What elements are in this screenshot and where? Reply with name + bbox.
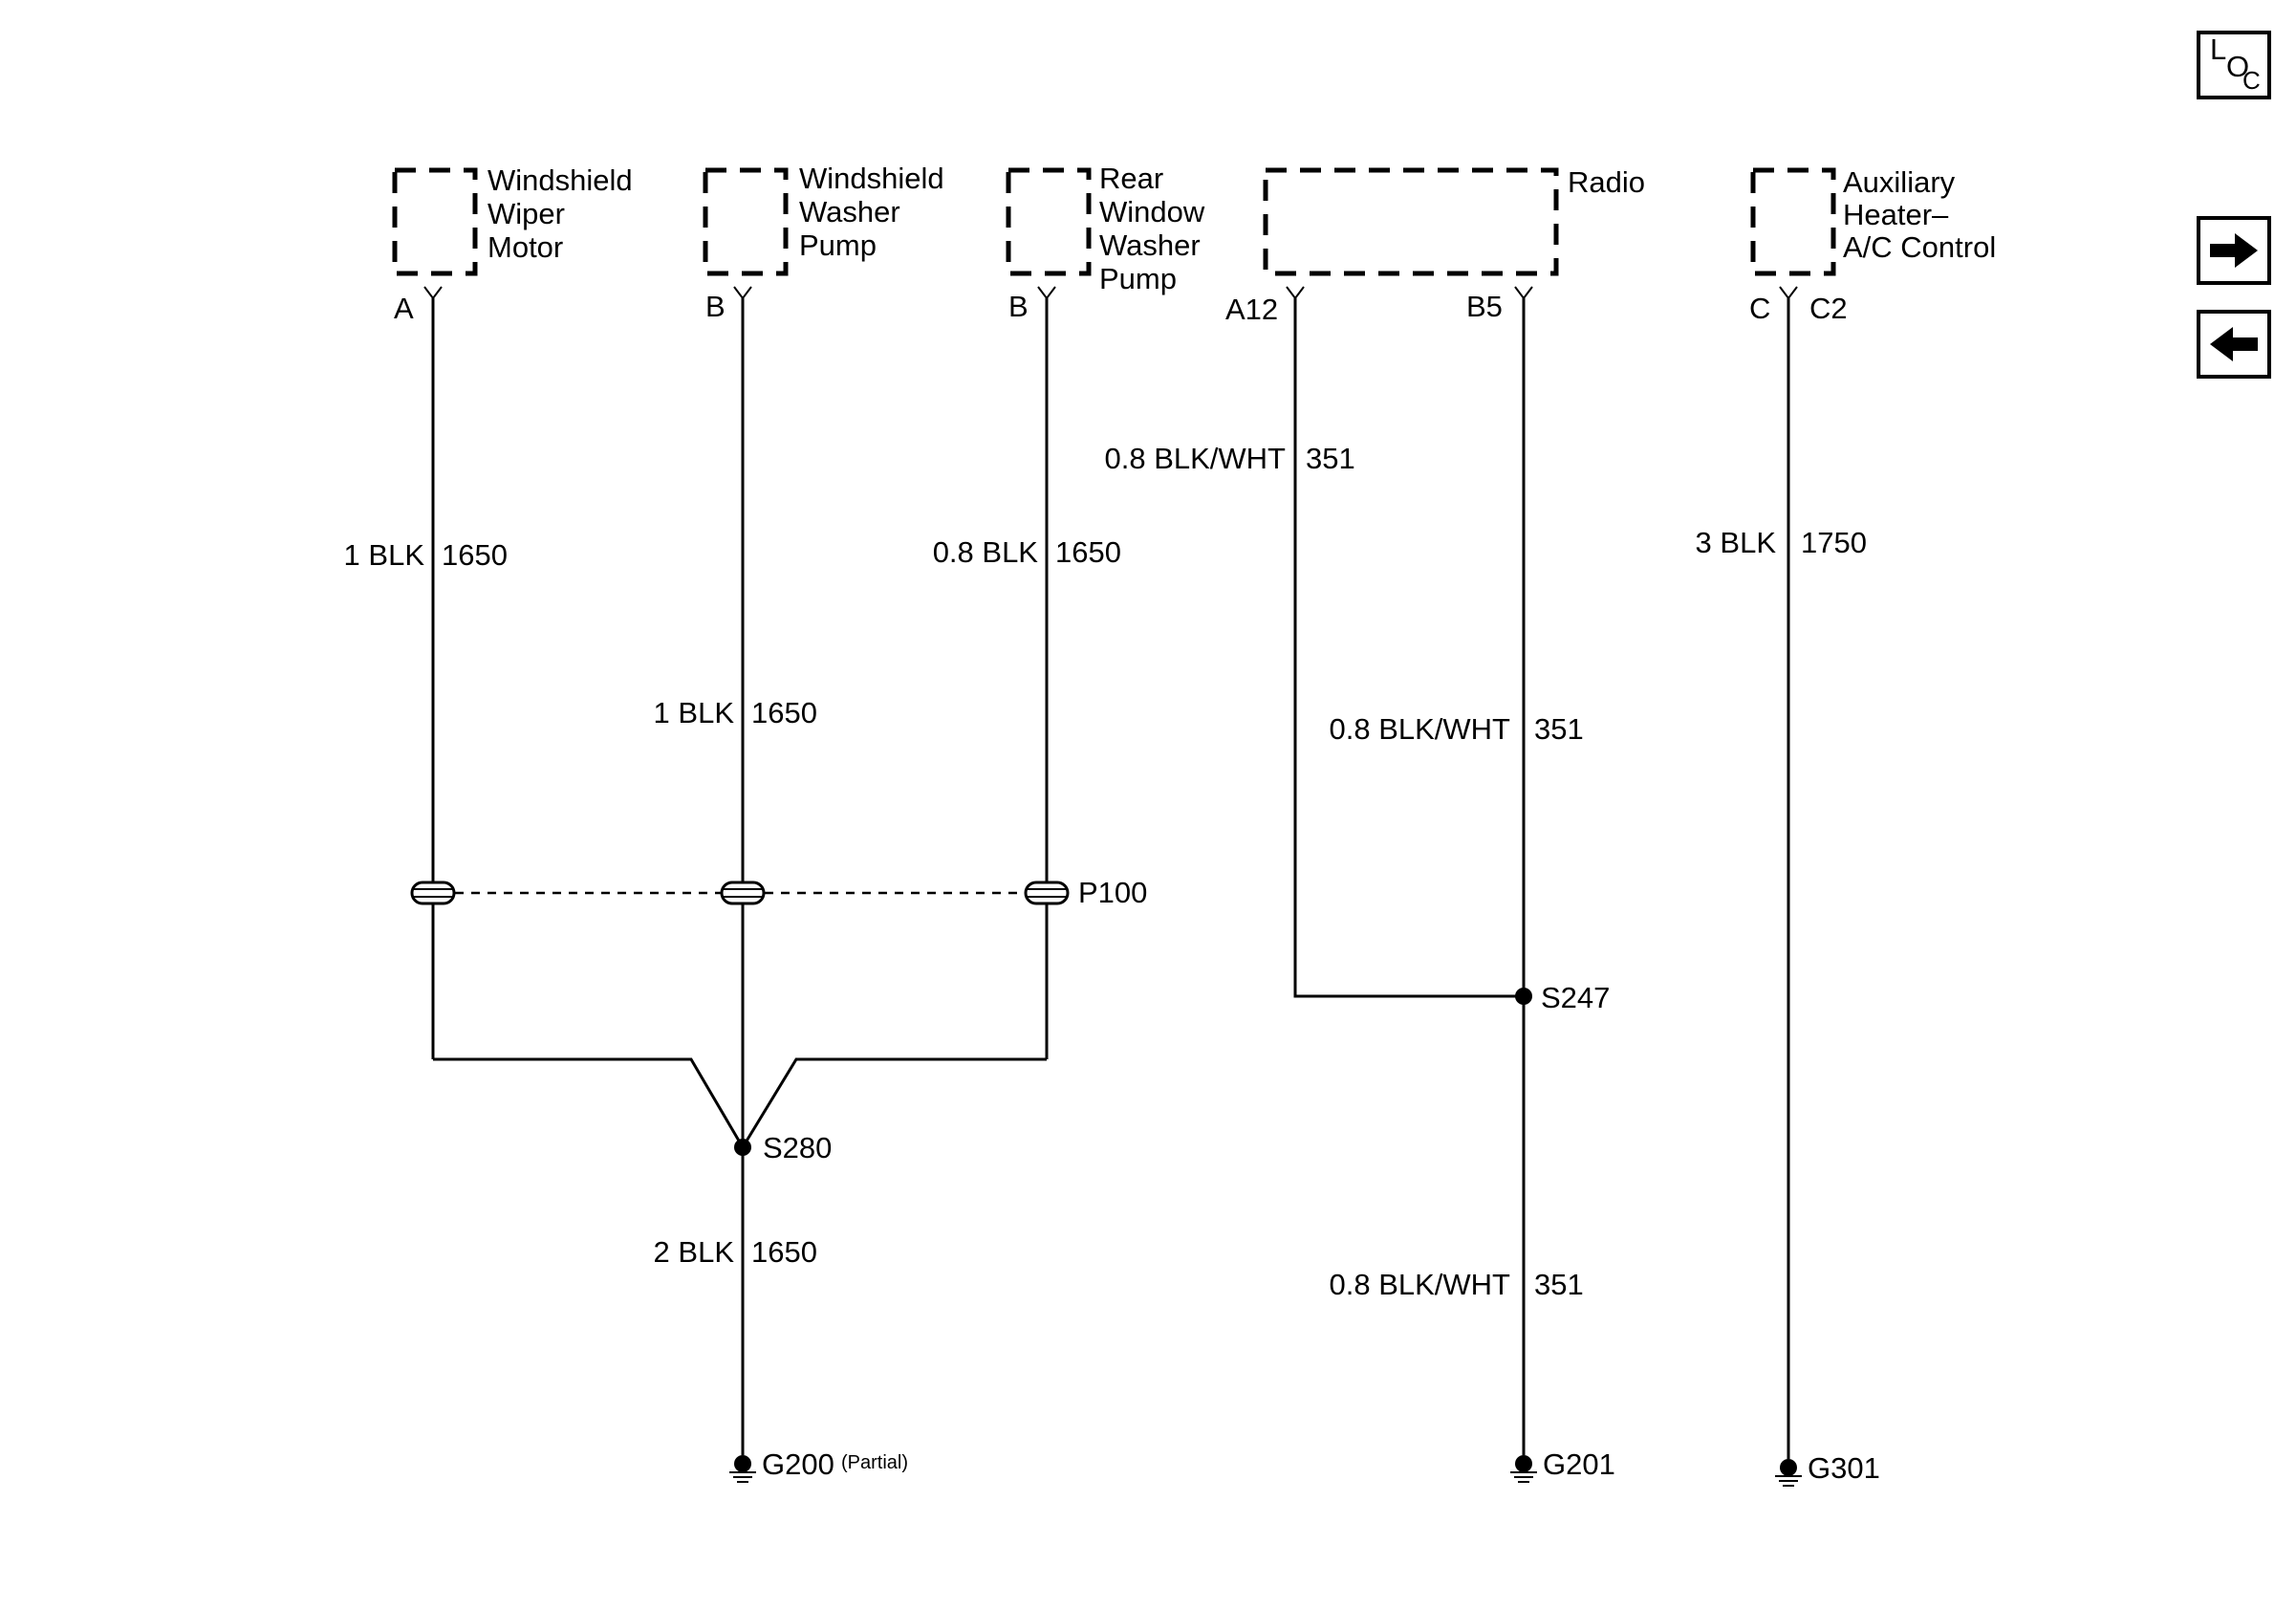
loc-c-label: C — [2242, 66, 2261, 95]
connector-label: P100 — [1078, 876, 1147, 909]
wire-351-radio-a12 — [1293, 298, 1524, 998]
ground-g201: G201 — [1510, 1447, 1615, 1483]
connector-pin-icon — [1037, 286, 1056, 300]
loc-o-label: O — [2226, 50, 2249, 83]
component-label: Washer — [799, 195, 900, 228]
component-box — [1263, 167, 1559, 276]
pin-label: A — [394, 292, 414, 325]
pin-label: B5 — [1466, 290, 1503, 323]
component-label: Rear — [1099, 162, 1163, 195]
connector-pin-icon — [1514, 286, 1533, 300]
component-label: Pump — [799, 228, 877, 262]
connector-p100: P100 — [410, 876, 1147, 909]
circuit-number: 1650 — [442, 538, 508, 572]
wire-gauge-color: 1 BLK — [344, 538, 425, 572]
circuit-number: 1650 — [751, 1235, 817, 1269]
component-box — [1750, 167, 1836, 276]
circuit-number: 351 — [1534, 1268, 1584, 1301]
wire-gauge-color: 0.8 BLK/WHT — [1105, 442, 1287, 475]
circuit-number: 1650 — [1055, 535, 1121, 569]
circuit-number: 351 — [1306, 442, 1355, 475]
connector-pin-icon — [733, 286, 752, 300]
windshield-wiper-motor: Windshield Wiper Motor A — [392, 163, 633, 325]
wire-rear-to-s280 — [741, 1057, 1047, 1148]
component-label: Windshield — [799, 162, 944, 195]
circuit-number: 351 — [1534, 712, 1584, 746]
ground-icon — [729, 1471, 756, 1483]
splice-s247-dot — [1515, 988, 1532, 1005]
pin-label: C2 — [1809, 292, 1848, 325]
ground-label: G301 — [1808, 1451, 1880, 1485]
inline-connector-icon — [1024, 881, 1070, 905]
pin-label: B — [705, 290, 726, 323]
component-box — [1006, 167, 1092, 276]
circuit-number: 1750 — [1801, 526, 1867, 559]
component-label: Washer — [1099, 228, 1201, 262]
component-box — [703, 167, 789, 276]
ground-g301: G301 — [1775, 1451, 1880, 1487]
loc-l-label: L — [2210, 33, 2226, 66]
circuit-number: 1650 — [751, 696, 817, 729]
arrow-left-icon — [2210, 327, 2258, 361]
wire-gauge-color: 3 BLK — [1696, 526, 1777, 559]
prev-page-button[interactable] — [2197, 310, 2271, 379]
component-label: Wiper — [487, 197, 565, 230]
ground-g200: G200 (Partial) — [729, 1447, 908, 1483]
radio: Radio A12 B5 — [1225, 165, 1645, 326]
splice-s280-dot — [734, 1139, 751, 1156]
ground-label: G200 — [762, 1447, 834, 1481]
wire-gauge-color: 0.8 BLK/WHT — [1330, 1268, 1511, 1301]
ground-label: G201 — [1543, 1447, 1615, 1481]
splice-label: S247 — [1541, 981, 1610, 1014]
splice-label: S280 — [763, 1131, 832, 1164]
component-label: Radio — [1568, 165, 1645, 199]
connector-pin-icon — [1779, 286, 1798, 300]
component-label: Windshield — [487, 163, 633, 197]
component-label: Heater– — [1843, 198, 1949, 231]
component-label: Pump — [1099, 262, 1177, 295]
arrow-right-icon — [2210, 233, 2258, 268]
inline-connector-icon — [410, 881, 456, 905]
windshield-washer-pump: Windshield Washer Pump B — [703, 162, 944, 323]
wire-wiper-to-s280 — [433, 1057, 745, 1148]
location-button[interactable]: L O C — [2197, 31, 2271, 99]
component-label: Motor — [487, 230, 563, 264]
pin-label: B — [1008, 290, 1029, 323]
auxiliary-heater-ac-control: Auxiliary Heater– A/C Control C C2 — [1749, 165, 1996, 325]
pin-label: C — [1749, 292, 1770, 325]
wire-gauge-color: 0.8 BLK — [933, 535, 1039, 569]
pin-label: A12 — [1225, 293, 1278, 326]
ground-note: (Partial) — [841, 1452, 908, 1473]
wire-gauge-color: 0.8 BLK/WHT — [1330, 712, 1511, 746]
ground-icon — [1775, 1475, 1802, 1487]
wire-gauge-color: 2 BLK — [654, 1235, 735, 1269]
wire-gauge-color: 1 BLK — [654, 696, 735, 729]
component-box — [392, 167, 478, 276]
inline-connector-icon — [720, 881, 766, 905]
rear-window-washer-pump: Rear Window Washer Pump B — [1006, 162, 1205, 323]
component-label: A/C Control — [1843, 230, 1996, 264]
next-page-button[interactable] — [2197, 216, 2271, 285]
ground-icon — [1510, 1471, 1537, 1483]
component-label: Auxiliary — [1843, 165, 1956, 199]
component-label: Window — [1099, 195, 1205, 228]
connector-pin-icon — [423, 286, 443, 300]
connector-pin-icon — [1286, 286, 1305, 300]
